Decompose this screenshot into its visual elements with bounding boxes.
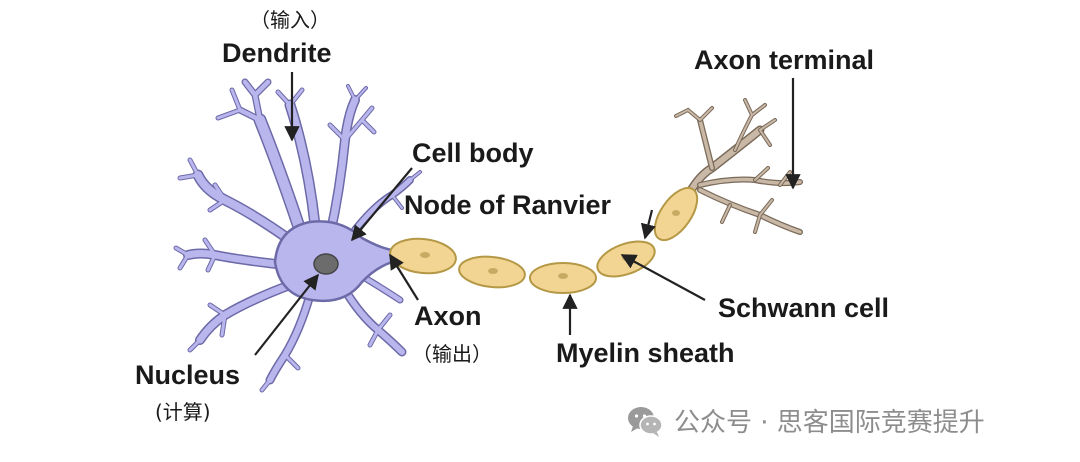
node-of-ranvier-label: Node of Ranvier — [404, 190, 612, 220]
cell-body-label: Cell body — [412, 138, 534, 168]
axon-label: Axon — [414, 301, 482, 331]
nucleus-shape — [313, 253, 339, 275]
watermark: 公众号 · 思客国际竞赛提升 — [626, 402, 985, 439]
axon-sublabel: （输出） — [412, 342, 492, 366]
axon-terminal-label: Axon terminal — [694, 45, 875, 75]
myelin-sheath-label: Myelin sheath — [556, 338, 735, 368]
nucleus-label: Nucleus — [135, 360, 241, 390]
watermark-text: 公众号 · 思客国际竞赛提升 — [674, 408, 985, 438]
wechat-icon — [628, 406, 663, 437]
nucleus-sublabel: (计算) — [155, 400, 211, 424]
pointer-lines — [254, 72, 801, 356]
dendrites — [173, 78, 422, 393]
dendrite-sublabel: （输入） — [250, 8, 330, 32]
dendrite-label: Dendrite — [222, 38, 332, 68]
schwann-cell-label: Schwann cell — [718, 293, 890, 323]
